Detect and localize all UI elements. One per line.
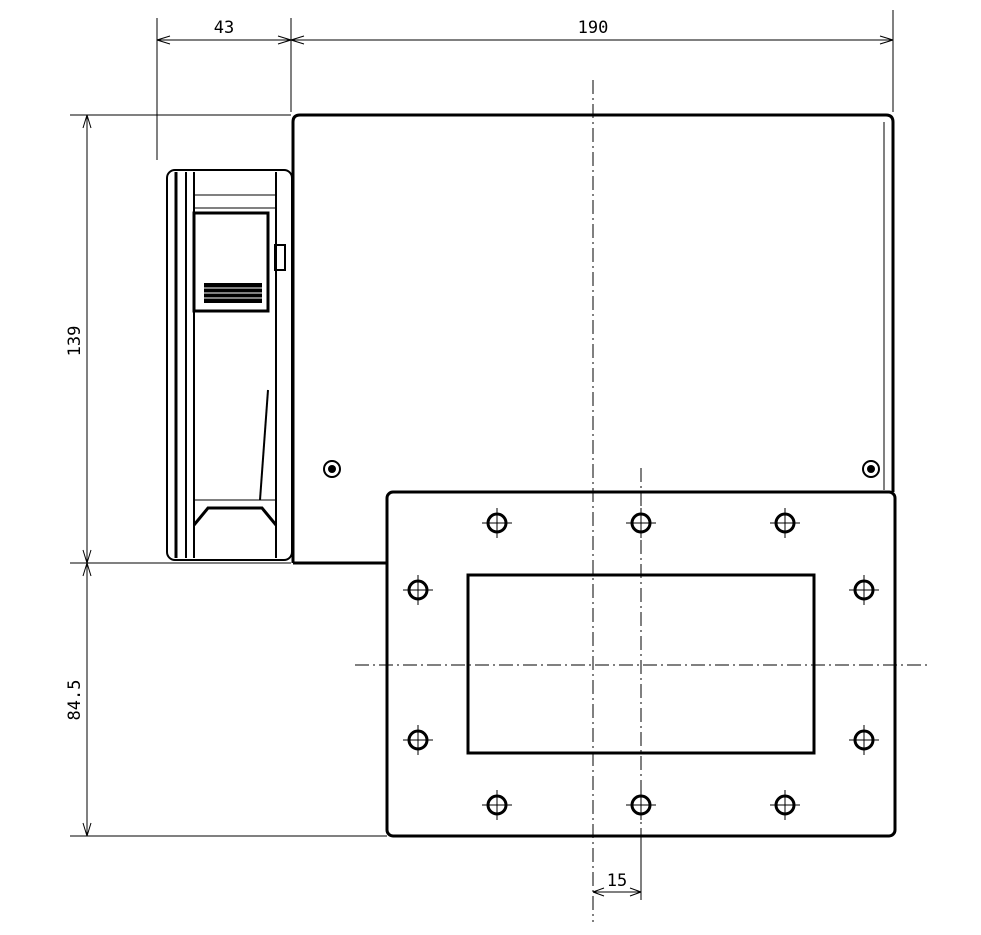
arrowhead-left [290, 35, 305, 45]
flange-opening [466, 573, 816, 755]
fan-connector [274, 244, 286, 271]
fan-unit [166, 169, 293, 561]
bolt-hole [403, 725, 433, 755]
dimension-housing-height: 139 [65, 114, 291, 564]
housing-screw-left-center [328, 465, 336, 473]
arrowhead-bottom [82, 822, 92, 837]
dimension-label-housing-height: 139 [65, 326, 85, 357]
arrowhead-top [82, 114, 92, 129]
dimension-label-fan-depth: 43 [214, 18, 234, 38]
bolt-hole [770, 790, 800, 820]
fan-blade-edge [259, 389, 269, 501]
dimension-centerline-offset: 15 [592, 840, 642, 900]
dimension-housing-width: 190 [290, 10, 894, 112]
housing-screw-right [862, 460, 880, 478]
dimension-label-flange-height: 84.5 [65, 680, 85, 721]
bolt-hole [626, 508, 656, 538]
dimension-fan-depth: 43 [156, 18, 292, 160]
bolt-hole [849, 575, 879, 605]
arrowhead-top [82, 562, 92, 577]
arrowhead-right [629, 887, 642, 897]
flange-outline [385, 490, 897, 838]
waveguide-flange [385, 490, 897, 838]
arrowhead-bottom [82, 549, 92, 564]
bolt-hole [626, 790, 656, 820]
dimension-label-housing-width: 190 [578, 18, 609, 38]
main-housing [291, 113, 895, 565]
arrowhead-left [156, 35, 171, 45]
bolt-hole [403, 575, 433, 605]
bolt-hole [482, 790, 512, 820]
arrowhead-left [592, 887, 605, 897]
bolt-hole [482, 508, 512, 538]
bolt-hole [770, 508, 800, 538]
arrowhead-right [879, 35, 894, 45]
housing-outline [291, 113, 895, 563]
housing-screw-right-center [867, 465, 875, 473]
fan-bottom-bracket [192, 506, 278, 526]
fan-label-plate [192, 211, 270, 313]
dimension-flange-height: 84.5 [65, 562, 387, 837]
flange-bolt-holes [403, 508, 879, 820]
bolt-hole [849, 725, 879, 755]
arrowhead-right [277, 35, 292, 45]
housing-screw-left [323, 460, 341, 478]
dimension-label-centerline-offset: 15 [607, 871, 627, 891]
